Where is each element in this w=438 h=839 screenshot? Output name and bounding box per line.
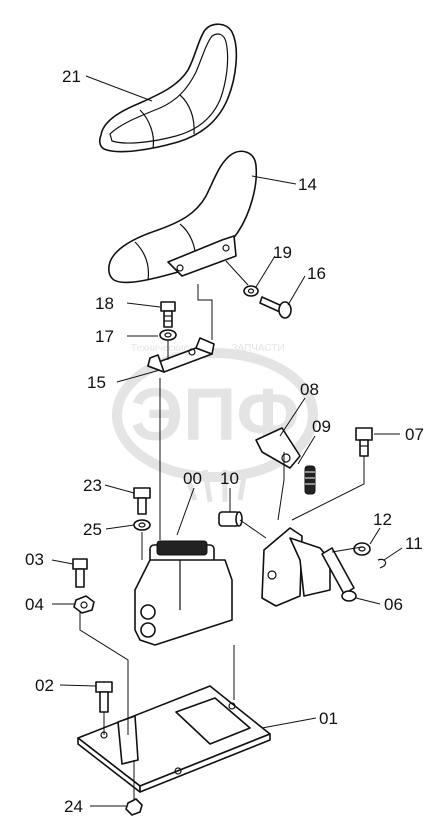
bolt-18: [160, 301, 176, 328]
washer-12: [353, 542, 371, 556]
pilot-valve-00: [134, 540, 233, 646]
watermark-caption-left: Технические: [131, 343, 190, 354]
watermark-rays: [182, 469, 248, 503]
callout-labels: 21 14 19 16 18 17 15 08 09 07 23 00 10 2…: [25, 67, 424, 816]
washer-19: [243, 285, 259, 297]
callout-leaders: [51, 75, 403, 807]
nut-24: [125, 798, 143, 816]
callout-24: 24: [64, 797, 83, 816]
callout-04: 04: [25, 595, 44, 614]
watermark-caption-right: ЗАПЧАСТИ: [231, 343, 284, 354]
washer-25: [133, 519, 151, 531]
pin-10: [218, 511, 243, 527]
callout-06: 06: [384, 595, 403, 614]
callout-21: 21: [62, 67, 81, 86]
bolt-07: [355, 427, 373, 457]
callout-10: 10: [220, 469, 239, 488]
callout-12: 12: [373, 510, 392, 529]
screw-16: [225, 260, 292, 319]
callout-16: 16: [307, 264, 326, 283]
callout-08: 08: [300, 380, 319, 399]
callout-17: 17: [95, 327, 114, 346]
callout-00: 00: [183, 469, 202, 488]
handle-06: [321, 547, 357, 602]
nut-04: [73, 595, 95, 614]
base-plate-01: [77, 685, 271, 793]
lever-bracket: [261, 527, 331, 607]
armrest-assembly-14: [108, 150, 258, 284]
washer-17: [159, 329, 177, 341]
callout-09: 09: [312, 417, 331, 436]
callout-03: 03: [25, 550, 44, 569]
armrest-pad-21: [98, 23, 238, 153]
callout-15: 15: [87, 373, 106, 392]
bolt-23: [133, 487, 151, 515]
callout-01: 01: [319, 709, 338, 728]
plate-08: [255, 427, 301, 469]
callout-25: 25: [83, 520, 102, 539]
callout-07: 07: [405, 425, 424, 444]
callout-11: 11: [405, 534, 423, 553]
assembly-lines: [79, 284, 365, 800]
callout-19: 19: [273, 243, 292, 262]
bolt-03: [72, 558, 88, 588]
callout-14: 14: [298, 175, 317, 194]
bolt-02: [95, 681, 113, 713]
clip-11: [377, 558, 387, 569]
callout-02: 02: [35, 676, 54, 695]
spring-09: [304, 465, 316, 495]
callout-18: 18: [95, 294, 114, 313]
callout-23: 23: [83, 476, 102, 495]
